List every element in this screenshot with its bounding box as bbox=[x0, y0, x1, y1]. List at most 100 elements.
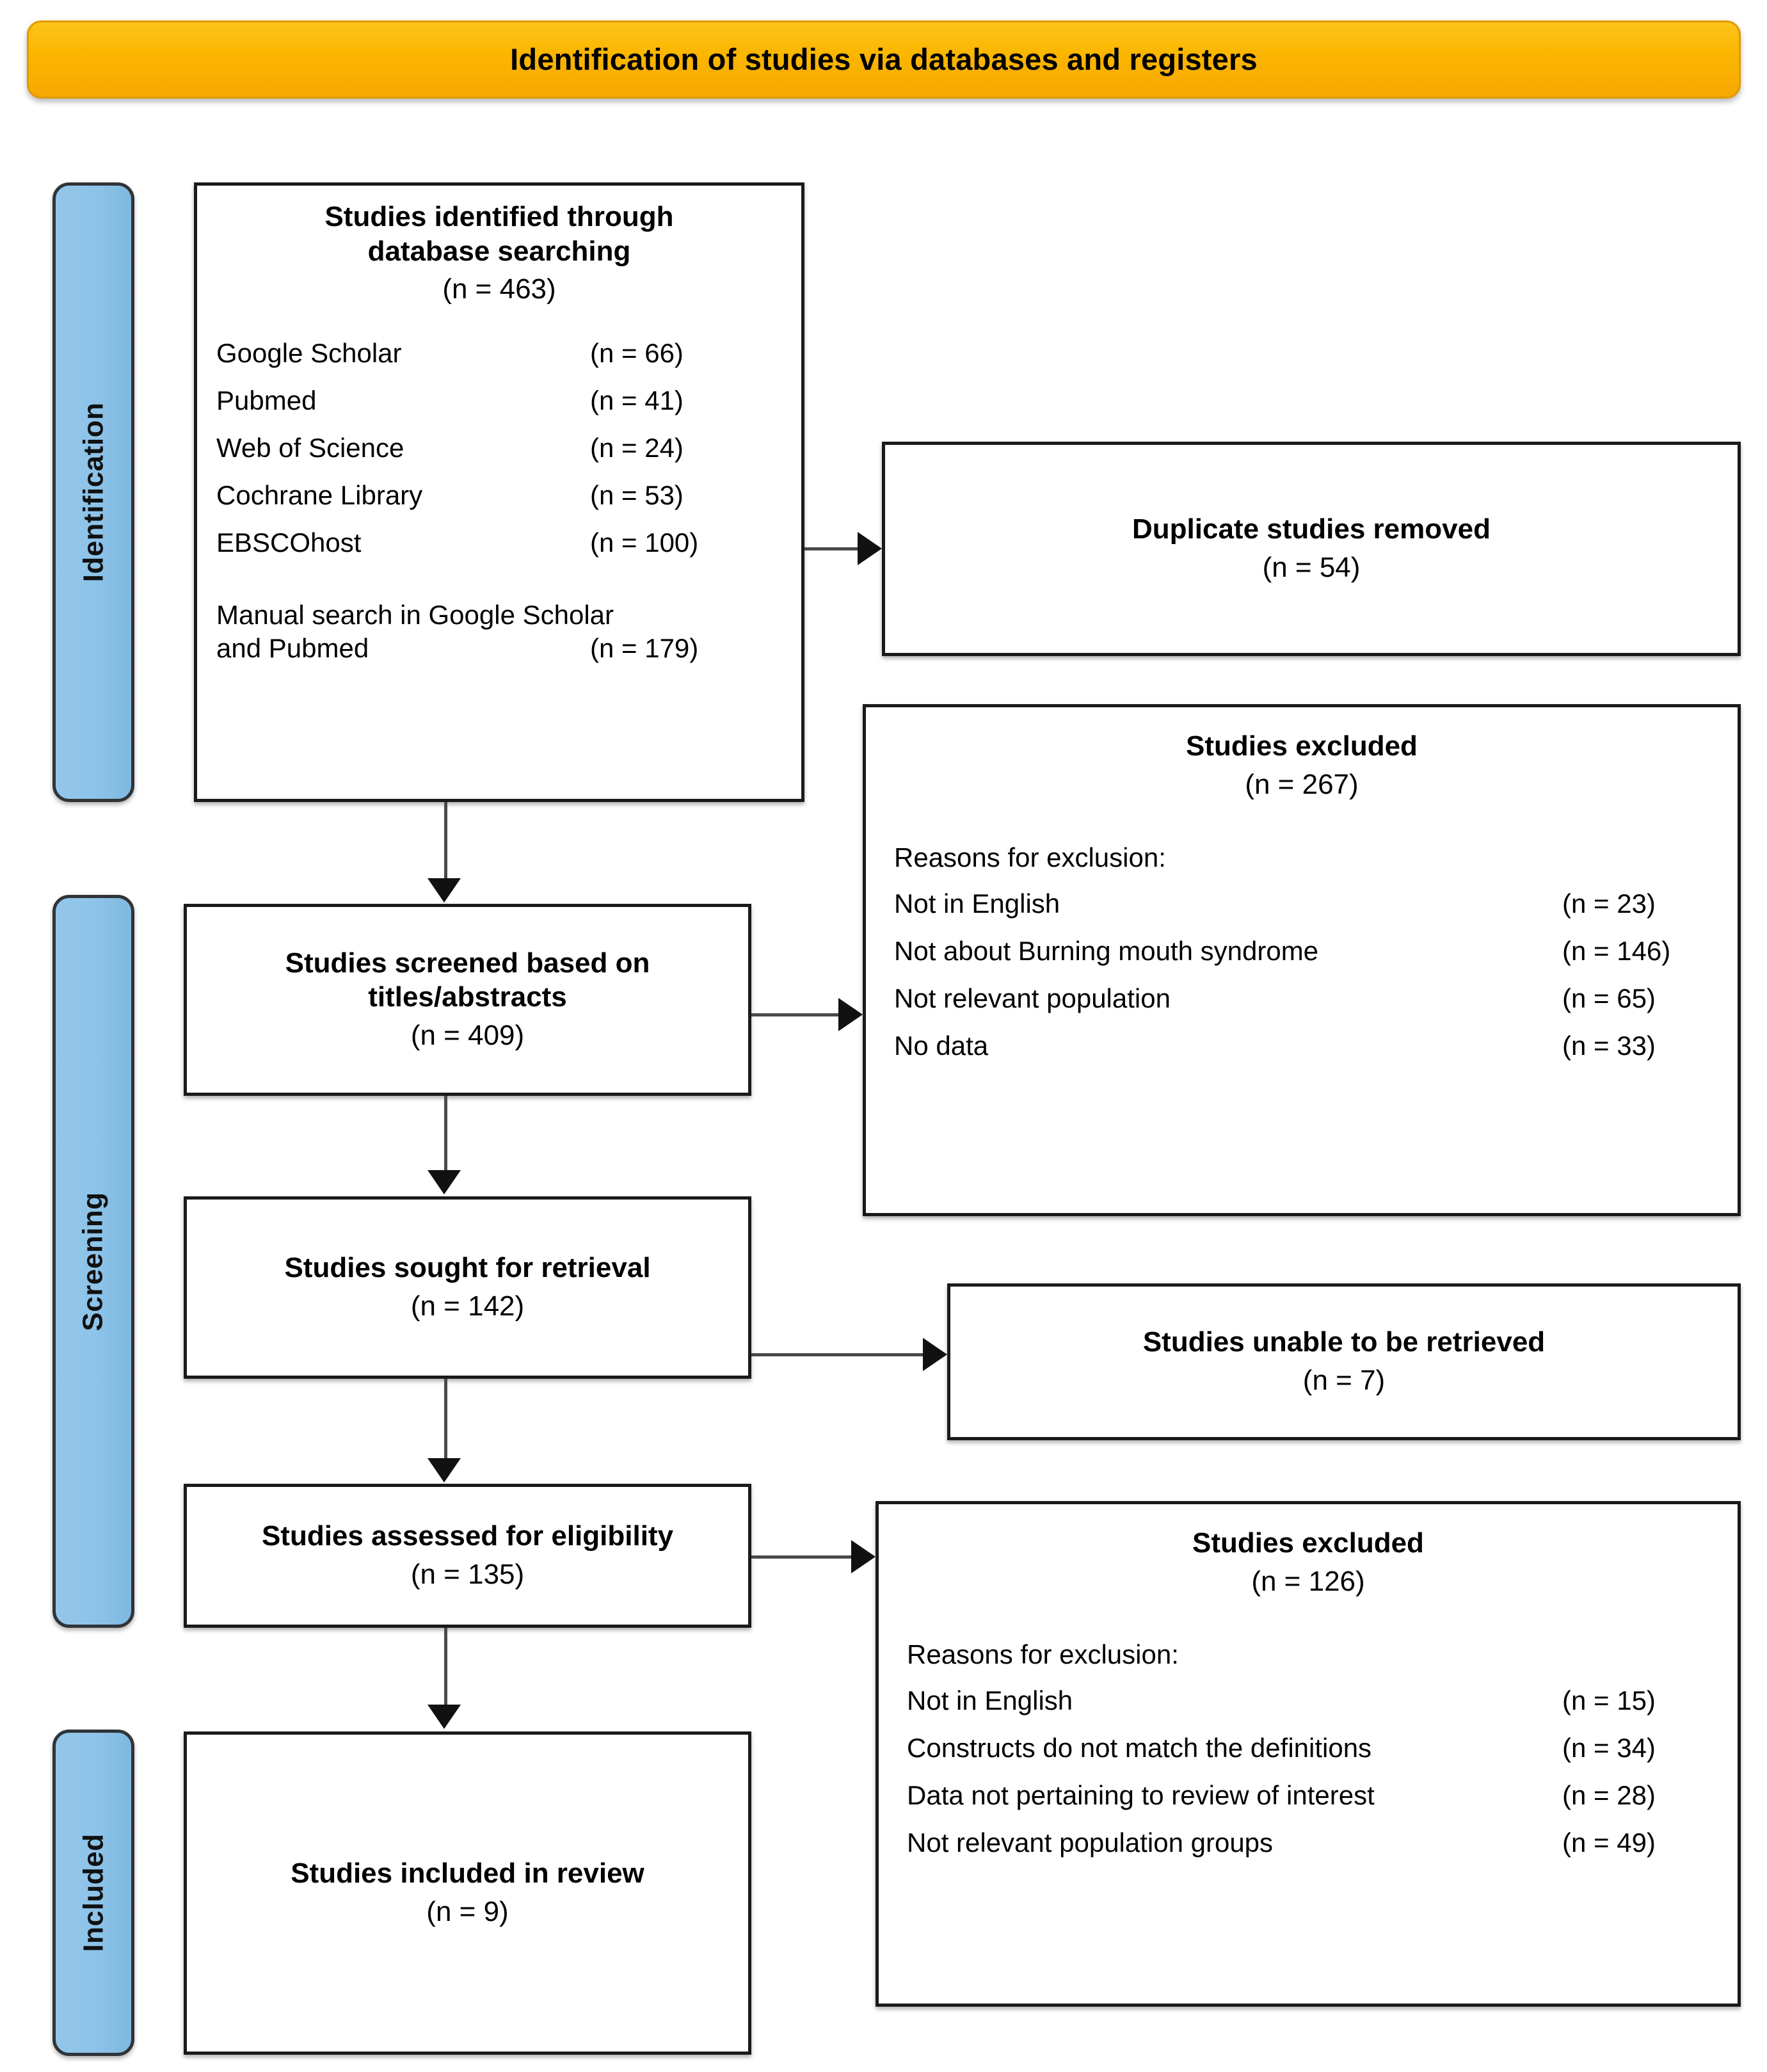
box-studies-included[interactable]: Studies included in review (n = 9) bbox=[184, 1731, 751, 2055]
connector-sought-to-unable bbox=[751, 1353, 924, 1356]
box-studies-excluded-screening-count: (n = 267) bbox=[1245, 768, 1359, 800]
box-duplicates-removed-count: (n = 54) bbox=[1262, 551, 1361, 583]
box-studies-assessed-count: (n = 135) bbox=[410, 1558, 525, 1590]
box-studies-included-count: (n = 9) bbox=[426, 1895, 509, 1927]
stage-rail-included-label: Included bbox=[77, 1833, 109, 1952]
exclusion-reason-label: Not relevant population groups bbox=[907, 1827, 1274, 1858]
database-source-count: (n = 66) bbox=[590, 337, 684, 368]
connector-screened-to-sought bbox=[444, 1096, 447, 1171]
list-spacer bbox=[894, 803, 1709, 841]
database-source-count: (n = 100) bbox=[590, 527, 699, 558]
connector-sought-to-assessed bbox=[444, 1379, 447, 1459]
list-spacer bbox=[216, 577, 782, 598]
box-studies-identified-content: Studies identified through database sear… bbox=[197, 186, 801, 799]
database-source-list: Google Scholar (n = 66) Pubmed (n = 41) … bbox=[216, 337, 782, 663]
exclusion-reason-label: Not about Burning mouth syndrome bbox=[894, 936, 1319, 967]
box-studies-excluded-screening-title: Studies excluded bbox=[1186, 730, 1418, 762]
connector-identified-to-duplicates bbox=[804, 547, 859, 550]
connector-assessed-to-excluded bbox=[751, 1555, 852, 1559]
manual-search-count: (n = 179) bbox=[590, 632, 699, 663]
exclusion-reasons-heading: Reasons for exclusion: bbox=[894, 842, 1166, 872]
box-studies-identified-title-line1: Studies identified through bbox=[324, 201, 674, 232]
exclusion-reason-label: Not in English bbox=[894, 888, 1060, 919]
box-studies-identified-count: (n = 463) bbox=[442, 273, 556, 305]
list-spacer bbox=[907, 1600, 1709, 1638]
connector-identified-to-screened bbox=[444, 802, 447, 880]
exclusion-reason-count: (n = 146) bbox=[1562, 936, 1671, 967]
box-studies-sought-count: (n = 142) bbox=[410, 1290, 525, 1322]
exclusion-reasons-list-eligibility: Not in English (n = 15) Constructs do no… bbox=[907, 1687, 1709, 1856]
exclusion-reason-count: (n = 33) bbox=[1562, 1031, 1656, 1061]
box-studies-identified-title-line2: database searching bbox=[367, 235, 631, 267]
box-studies-unable-retrieved-count: (n = 7) bbox=[1302, 1364, 1386, 1396]
box-studies-sought-content: Studies sought for retrieval (n = 142) bbox=[187, 1200, 748, 1376]
arrow-sought-to-unable bbox=[923, 1338, 947, 1371]
exclusion-reason-row: No data (n = 33) bbox=[894, 1032, 1709, 1059]
box-studies-sought-title: Studies sought for retrieval bbox=[284, 1252, 651, 1284]
arrow-screened-to-excluded bbox=[838, 998, 863, 1031]
stage-rail-identification: Identification bbox=[52, 182, 134, 802]
manual-search-line1: Manual search in Google Scholar bbox=[216, 599, 614, 630]
box-studies-excluded-screening[interactable]: Studies excluded (n = 267) Reasons for e… bbox=[863, 704, 1741, 1216]
exclusion-reason-row: Not relevant population (n = 65) bbox=[894, 985, 1709, 1012]
exclusion-reason-row: Not about Burning mouth syndrome (n = 14… bbox=[894, 938, 1709, 965]
exclusion-reason-count: (n = 65) bbox=[1562, 983, 1656, 1014]
box-studies-assessed-title: Studies assessed for eligibility bbox=[261, 1520, 674, 1552]
box-studies-excluded-eligibility-content: Studies excluded (n = 126) Reasons for e… bbox=[879, 1504, 1738, 2004]
box-studies-included-content: Studies included in review (n = 9) bbox=[187, 1735, 748, 2052]
manual-search-label: and Pubmed bbox=[216, 632, 369, 663]
manual-search-row: and Pubmed (n = 179) bbox=[216, 632, 782, 663]
exclusion-reasons-list-screening: Not in English (n = 23) Not about Burnin… bbox=[894, 890, 1709, 1059]
box-studies-assessed[interactable]: Studies assessed for eligibility (n = 13… bbox=[184, 1484, 751, 1628]
database-source-count: (n = 24) bbox=[590, 432, 684, 463]
box-studies-unable-retrieved[interactable]: Studies unable to be retrieved (n = 7) bbox=[947, 1283, 1741, 1440]
box-duplicates-removed[interactable]: Duplicate studies removed (n = 54) bbox=[882, 442, 1741, 656]
stage-rail-included: Included bbox=[52, 1730, 134, 2056]
box-studies-screened[interactable]: Studies screened based on titles/abstrac… bbox=[184, 904, 751, 1096]
database-source-label: Google Scholar bbox=[216, 337, 402, 368]
box-studies-unable-retrieved-title: Studies unable to be retrieved bbox=[1142, 1326, 1546, 1358]
database-source-count: (n = 41) bbox=[590, 385, 684, 415]
database-source-row: Google Scholar (n = 66) bbox=[216, 337, 782, 368]
stage-rail-identification-label: Identification bbox=[77, 402, 109, 582]
diagram-header-banner: Identification of studies via databases … bbox=[27, 20, 1741, 99]
exclusion-reason-count: (n = 28) bbox=[1562, 1780, 1656, 1811]
box-studies-excluded-eligibility[interactable]: Studies excluded (n = 126) Reasons for e… bbox=[876, 1501, 1741, 2007]
database-source-row: Web of Science (n = 24) bbox=[216, 432, 782, 463]
box-studies-sought[interactable]: Studies sought for retrieval (n = 142) bbox=[184, 1196, 751, 1379]
box-studies-excluded-screening-content: Studies excluded (n = 267) Reasons for e… bbox=[866, 707, 1738, 1213]
exclusion-reasons-heading: Reasons for exclusion: bbox=[907, 1639, 1179, 1669]
arrow-screened-to-sought bbox=[428, 1170, 461, 1194]
exclusion-reason-label: No data bbox=[894, 1031, 989, 1061]
exclusion-reason-label: Data not pertaining to review of interes… bbox=[907, 1780, 1375, 1811]
box-studies-excluded-eligibility-count: (n = 126) bbox=[1251, 1565, 1365, 1597]
connector-screened-to-excluded bbox=[751, 1013, 840, 1016]
box-studies-screened-content: Studies screened based on titles/abstrac… bbox=[187, 907, 748, 1093]
stage-rail-screening-label: Screening bbox=[77, 1191, 109, 1331]
exclusion-reason-row: Data not pertaining to review of interes… bbox=[907, 1782, 1709, 1809]
exclusion-reason-count: (n = 34) bbox=[1562, 1733, 1656, 1763]
exclusion-reason-label: Not relevant population bbox=[894, 983, 1171, 1014]
database-source-row: Cochrane Library (n = 53) bbox=[216, 479, 782, 510]
exclusion-reason-row: Not relevant population groups (n = 49) bbox=[907, 1829, 1709, 1856]
box-duplicates-removed-title: Duplicate studies removed bbox=[1132, 513, 1491, 545]
box-studies-identified[interactable]: Studies identified through database sear… bbox=[194, 182, 804, 802]
database-source-row: Pubmed (n = 41) bbox=[216, 387, 782, 414]
exclusion-reason-row: Not in English (n = 23) bbox=[894, 890, 1709, 917]
database-source-label: EBSCOhost bbox=[216, 527, 362, 558]
exclusion-reason-row: Constructs do not match the definitions … bbox=[907, 1735, 1709, 1762]
arrow-identified-to-duplicates bbox=[858, 532, 882, 565]
diagram-title: Identification of studies via databases … bbox=[510, 42, 1258, 77]
box-studies-excluded-eligibility-title: Studies excluded bbox=[1192, 1527, 1424, 1559]
box-studies-screened-count: (n = 409) bbox=[410, 1020, 525, 1052]
box-studies-assessed-content: Studies assessed for eligibility (n = 13… bbox=[187, 1487, 748, 1625]
connector-assessed-to-included bbox=[444, 1628, 447, 1706]
exclusion-reason-count: (n = 23) bbox=[1562, 888, 1656, 919]
arrow-identified-to-screened bbox=[428, 878, 461, 903]
database-source-label: Pubmed bbox=[216, 385, 317, 415]
exclusion-reason-label: Constructs do not match the definitions bbox=[907, 1733, 1372, 1763]
arrow-sought-to-assessed bbox=[428, 1458, 461, 1482]
database-source-label: Web of Science bbox=[216, 432, 404, 463]
database-source-count: (n = 53) bbox=[590, 479, 684, 510]
